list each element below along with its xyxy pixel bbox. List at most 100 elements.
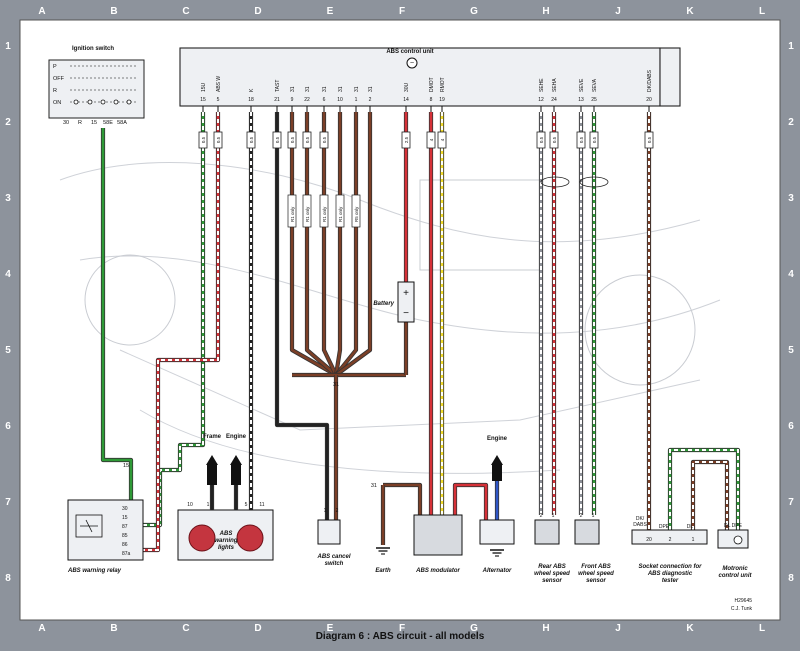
abs-pin-name-5: 31 xyxy=(305,86,311,92)
lights-terminal-10: 10 xyxy=(187,502,193,508)
ignition-terminal-58a: 58A xyxy=(117,120,127,126)
abs-pin-number-10: 14 xyxy=(403,97,409,103)
diagram-title: Diagram 6 : ABS circuit - all models xyxy=(315,631,485,642)
wire-size-tag-4 xyxy=(287,131,297,149)
abs-pin-number-3: 21 xyxy=(274,97,280,103)
warning-lamp-1 xyxy=(188,524,216,552)
ignition-terminal-r: R xyxy=(78,120,82,126)
grid-column-bottom-J: J xyxy=(615,623,621,634)
engine-arrow xyxy=(230,455,242,465)
wire-size-tag-11-text: 0.5 xyxy=(552,136,557,143)
engine-arrow-shaft xyxy=(231,465,241,485)
rear-sensor-terminal-1: 1 xyxy=(552,513,555,519)
grid-row-right-8: 8 xyxy=(788,573,794,584)
abs-pin-number-17: 20 xyxy=(646,97,652,103)
engine-label: Engine xyxy=(226,434,247,440)
front-sensor-terminal-2: 2 xyxy=(580,513,583,519)
ignition-contact xyxy=(73,99,79,105)
wire-size-tag-14-text: 0.5 xyxy=(647,136,652,143)
wire-size-tag-8-text: 4 xyxy=(429,138,434,141)
model-variant-text-3: R1 only xyxy=(338,206,343,222)
battery-minus: − xyxy=(403,308,409,319)
ignition-contact xyxy=(100,99,106,105)
front-wheel-speed-sensor-body xyxy=(574,519,600,545)
grid-column-top-F: F xyxy=(399,6,405,17)
relay-terminal-86: 86 xyxy=(122,542,128,548)
wire-size-tag-0-text: 0.5 xyxy=(201,136,206,143)
grid-column-bottom-D: D xyxy=(254,623,261,634)
grid-column-top-D: D xyxy=(254,6,261,17)
wire-size-tag-2 xyxy=(246,131,256,149)
ignition-terminal-58e: 58E xyxy=(103,120,113,126)
grid-column-top-A: A xyxy=(38,6,45,17)
grid-column-top-L: L xyxy=(759,6,765,17)
abs-pin-name-17: DK/DABS xyxy=(647,69,653,92)
warning-lamp-2 xyxy=(236,524,264,552)
motronic-control-unit-body xyxy=(717,529,749,549)
grid-row-right-6: 6 xyxy=(788,421,794,432)
ignition-contact xyxy=(87,99,93,105)
model-variant-tag-0 xyxy=(287,194,297,228)
abs-pin-number-6: 6 xyxy=(323,97,326,103)
cancel-terminal-1: 1 xyxy=(324,508,327,514)
alternator-ground xyxy=(490,549,504,557)
socket-number-20: 20 xyxy=(646,537,652,543)
socket-pin-dl: DL xyxy=(687,524,694,530)
wire-size-tag-7-text: 2.5 xyxy=(404,136,409,143)
wire-size-tag-12 xyxy=(576,131,586,149)
model-variant-tag-1 xyxy=(302,194,312,228)
abs-pin-name-10: 30U xyxy=(404,82,410,92)
wire-earth-link xyxy=(383,483,422,515)
model-variant-tag-4 xyxy=(351,194,361,228)
abs-pin-number-0: 15 xyxy=(200,97,206,103)
grid-row-left-6: 6 xyxy=(5,421,11,432)
alternator-label: Alternator xyxy=(482,568,512,574)
alternator-body xyxy=(479,519,515,545)
drawing-frame xyxy=(19,19,781,621)
abs-pin-number-7: 10 xyxy=(337,97,343,103)
grid-column-bottom-C: C xyxy=(182,623,189,634)
wire-ignition-to-relay xyxy=(101,128,133,520)
wire-ground-4 xyxy=(334,112,358,376)
grid-column-top-J: J xyxy=(615,6,621,17)
wire-size-tag-13 xyxy=(589,131,599,149)
wire-size-tag-3 xyxy=(272,131,282,149)
wire-size-tag-6-text: 0.5 xyxy=(322,136,327,143)
abs-pin-name-16: SEVA xyxy=(592,78,598,92)
grid-column-bottom-B: B xyxy=(110,623,117,634)
wire-size-tag-0 xyxy=(198,131,208,149)
wire-size-tag-10-text: 0.5 xyxy=(539,136,544,143)
grid-row-right-4: 4 xyxy=(788,269,794,280)
grid-row-left-4: 4 xyxy=(5,269,11,280)
earth-ground xyxy=(376,547,390,555)
ignition-contact xyxy=(126,99,132,105)
frame-arrow-shaft xyxy=(207,465,217,485)
wire-size-tag-8 xyxy=(426,131,436,149)
grid-row-left-7: 7 xyxy=(5,497,11,508)
grid-row-right-5: 5 xyxy=(788,345,794,356)
abs-pin-name-3: TAST xyxy=(275,80,281,92)
lights-terminal-1: 1 xyxy=(207,502,210,508)
lights-terminal-5: 5 xyxy=(245,502,248,508)
abs-pin-number-13: 12 xyxy=(538,97,544,103)
wire-ground-5 xyxy=(335,112,372,377)
socket-pin-dk-dabs: DK/DABS xyxy=(633,516,647,528)
ignition-contact xyxy=(113,99,119,105)
abs-warning-relay-label: ABS warning relay xyxy=(67,568,122,574)
socket-number-2: 2 xyxy=(669,537,672,543)
abs-pin-number-11: 8 xyxy=(430,97,433,103)
model-variant-tag-3 xyxy=(335,194,345,228)
abs-warning-relay-body xyxy=(67,499,144,561)
drawing-reference-code: H29645 xyxy=(734,598,752,604)
wire-size-tag-9 xyxy=(437,131,447,149)
ignition-terminal-30: 30 xyxy=(63,120,69,126)
wire-ground-2 xyxy=(322,112,338,376)
grid-column-bottom-E: E xyxy=(327,623,334,634)
wire-size-tag-9-text: 4 xyxy=(440,138,445,141)
abs-unit-symbol-glyph: ~ xyxy=(410,60,414,67)
abs-pin-name-9: 31 xyxy=(368,86,374,92)
battery-plus: + xyxy=(403,288,409,299)
abs-pin-name-13: SEHE xyxy=(539,78,545,92)
